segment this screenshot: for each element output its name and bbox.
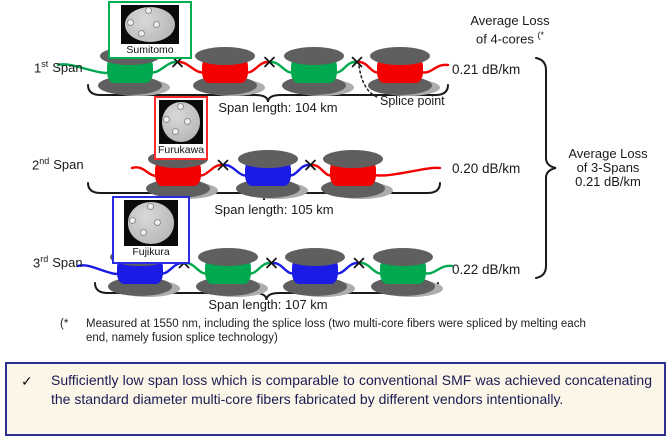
fiber-core-dot xyxy=(183,118,191,126)
fiber-core-dot xyxy=(153,21,161,29)
span-ordinal-suffix: nd xyxy=(39,156,50,166)
spool-top-flange xyxy=(284,47,344,65)
splice-x-icon xyxy=(264,56,275,68)
fiber-spool xyxy=(235,150,308,200)
span-brace xyxy=(87,84,449,103)
fiber-cross-section-image xyxy=(159,100,203,144)
average-loss-3spans-block: Average Loss of 3-Spans 0.21 dB/km xyxy=(556,147,660,189)
fiber-core-dot xyxy=(146,202,154,210)
span-word: Span xyxy=(52,60,83,76)
vendor-label-box: Furukawa xyxy=(154,96,208,160)
fiber-core-dot xyxy=(177,102,185,110)
spool-top-flange xyxy=(198,248,258,266)
loss-value: 0.21 dB/km xyxy=(452,62,521,77)
conclusion-text: Sufficiently low span loss which is comp… xyxy=(51,372,652,407)
splice-x-icon xyxy=(266,257,277,269)
span-ordinal: 2 xyxy=(32,157,40,173)
avg3-line1: Average Loss xyxy=(568,146,648,161)
fiber-core-dot xyxy=(145,7,153,15)
footnote-ref: (* xyxy=(537,30,544,40)
fiber-core-dot xyxy=(154,219,162,227)
vendor-name: Sumitomo xyxy=(126,44,174,56)
loss-value: 0.22 dB/km xyxy=(452,262,521,277)
fiber-spool xyxy=(370,248,443,298)
average-3spans-brace xyxy=(535,57,557,279)
avg4-line2: of 4-cores (* xyxy=(476,30,544,47)
span-ordinal: 1 xyxy=(34,60,42,76)
splice-x-icon xyxy=(353,257,365,269)
fiber-spool xyxy=(97,47,170,97)
spool-top-flange xyxy=(373,248,433,266)
fiber-core-dot xyxy=(140,229,148,237)
span-ordinal-suffix: st xyxy=(41,59,49,69)
fiber-spool xyxy=(145,150,218,200)
fiber-cross-section-image xyxy=(124,200,178,246)
vendor-label-box: Sumitomo xyxy=(108,1,192,59)
fiber-spool xyxy=(367,47,440,97)
spool-top-flange xyxy=(285,248,345,266)
avg3-line2: of 3-Spans xyxy=(576,160,640,175)
splice-x-icon xyxy=(351,56,363,68)
span-length-label: Span length: 104 km xyxy=(218,100,338,115)
fiber-spool xyxy=(281,47,354,97)
splice-x-icon xyxy=(217,159,229,171)
span-length-label: Span length: 107 km xyxy=(208,297,328,312)
fiber-spool xyxy=(320,150,393,200)
splice-x-icon xyxy=(172,56,183,68)
vendor-name: Fujikura xyxy=(132,246,170,258)
loss-value: 0.20 dB/km xyxy=(452,161,521,176)
spool-top-flange xyxy=(195,47,255,65)
fiber-spool xyxy=(192,47,265,97)
fiber-core-dot xyxy=(172,128,180,136)
fiber-spool xyxy=(282,248,355,298)
footnote-marker: (* xyxy=(60,318,69,330)
spool-top-flange xyxy=(370,47,430,65)
fiber-core-dot xyxy=(138,29,146,37)
vendor-name: Furukawa xyxy=(157,144,205,156)
spool-top-flange xyxy=(323,150,383,168)
span-length-label: Span length: 105 km xyxy=(214,202,334,217)
span-word: Span xyxy=(53,157,84,173)
average-loss-4cores-block: Average Loss of 4-cores (* xyxy=(455,14,565,46)
splice-point-label: Splice point xyxy=(380,94,445,108)
vendor-label-box: Fujikura xyxy=(112,196,190,264)
fiber-core-dot xyxy=(129,216,137,224)
avg3-line3: 0.21 dB/km xyxy=(575,174,641,189)
spool-top-flange xyxy=(238,150,298,168)
footnote-text: Measured at 1550 nm, including the splic… xyxy=(86,318,586,344)
avg4-line1: Average Loss xyxy=(470,13,550,28)
fiber-spool xyxy=(195,248,268,298)
check-icon: ✓ xyxy=(21,373,33,389)
fiber-cross-section-image xyxy=(121,5,179,44)
span-word: Span xyxy=(52,255,83,271)
footnote: (* Measured at 1550 nm, including the sp… xyxy=(60,318,620,345)
conclusion-callout: ✓ Sufficiently low span loss which is co… xyxy=(5,362,666,436)
splice-x-icon xyxy=(305,159,316,171)
fiber-core-dot xyxy=(126,19,134,27)
splice-leader-dotted xyxy=(358,65,378,98)
fiber-core-dot xyxy=(163,115,171,123)
span-brace xyxy=(87,182,441,201)
span-ordinal-suffix: rd xyxy=(40,254,49,264)
span-ordinal: 3 xyxy=(33,255,41,271)
